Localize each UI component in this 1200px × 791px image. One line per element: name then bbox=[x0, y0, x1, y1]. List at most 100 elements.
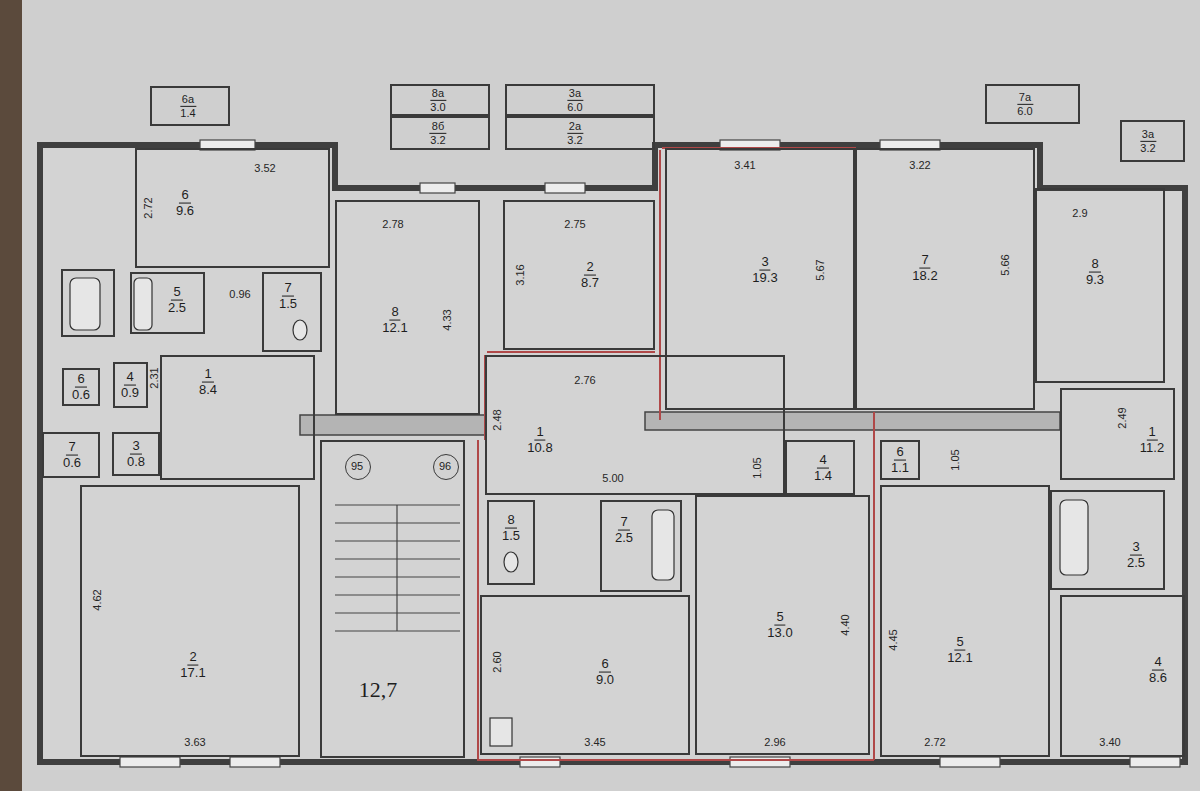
dimension-label: 3.52 bbox=[254, 162, 275, 174]
room-number: 6 bbox=[75, 372, 86, 388]
room-box: 2а3.2 bbox=[505, 116, 655, 150]
room-label: 8а3.0 bbox=[428, 87, 447, 113]
room-label: 6а1.4 bbox=[178, 93, 197, 119]
room-area: 6.0 bbox=[565, 101, 584, 114]
dimension-label: 2.72 bbox=[924, 736, 945, 748]
room-box: 32.5 bbox=[1050, 490, 1165, 590]
room-box: 69.0 bbox=[480, 595, 690, 755]
room-area: 8.7 bbox=[579, 276, 601, 291]
window bbox=[520, 757, 560, 767]
room-box: 812.1 bbox=[335, 200, 480, 415]
room-box: 40.9 bbox=[113, 362, 148, 408]
room-number: 1 bbox=[202, 367, 213, 383]
room-number: 5 bbox=[171, 285, 182, 301]
room-text: 95 bbox=[349, 460, 365, 473]
room-area: 1.5 bbox=[500, 529, 522, 544]
dimension-label: 3.41 bbox=[734, 159, 755, 171]
stairs bbox=[335, 505, 460, 631]
room-number: 5 bbox=[954, 635, 965, 651]
room-area: 3.0 bbox=[428, 101, 447, 114]
room-box: 69.6 bbox=[135, 148, 330, 268]
dimension-label: 3.45 bbox=[584, 736, 605, 748]
room-box: 512.1 bbox=[880, 485, 1050, 757]
room-label: 96 bbox=[437, 460, 453, 473]
window bbox=[120, 757, 180, 767]
dimension-label: 2.72 bbox=[142, 197, 154, 218]
room-box: 110.8 bbox=[485, 355, 785, 495]
room-label: 72.5 bbox=[613, 515, 635, 546]
room-number: 3а bbox=[567, 87, 583, 101]
room-area: 18.2 bbox=[910, 269, 939, 284]
room-label: 718.2 bbox=[910, 253, 939, 284]
room-text: 96 bbox=[437, 460, 453, 473]
room-box: 217.1 bbox=[80, 485, 300, 757]
room-label: 71.5 bbox=[277, 281, 299, 312]
bathtub-symbol bbox=[70, 278, 100, 330]
room-area: 0.8 bbox=[125, 455, 147, 470]
paper-sheet bbox=[22, 0, 1200, 791]
window bbox=[1130, 757, 1180, 767]
room-area: 1.4 bbox=[178, 107, 197, 120]
room-number: 3 bbox=[759, 255, 770, 271]
room-label: 89.3 bbox=[1084, 257, 1106, 288]
room-number: 6 bbox=[599, 657, 610, 673]
room-area: 1.1 bbox=[889, 461, 911, 476]
dimension-label: 0.96 bbox=[229, 288, 250, 300]
room-area: 3.2 bbox=[428, 134, 447, 147]
room-box: 6а1.4 bbox=[150, 86, 230, 126]
room-number: 4 bbox=[817, 453, 828, 469]
room-number: 5 bbox=[774, 610, 785, 626]
room-area: 12.1 bbox=[380, 321, 409, 336]
room-box: 8б3.2 bbox=[390, 116, 490, 150]
room-label: 8б3.2 bbox=[428, 120, 447, 146]
room-label: 111.2 bbox=[1138, 425, 1166, 456]
room-label: 32.5 bbox=[1125, 540, 1147, 571]
room-box: 718.2 bbox=[855, 148, 1035, 410]
bearing-wall bbox=[645, 412, 1060, 430]
room-label: 3а3.2 bbox=[1138, 128, 1157, 154]
dimension-label: 5.66 bbox=[999, 254, 1011, 275]
room-box: 71.5 bbox=[262, 272, 322, 352]
room-box: 12,79596 bbox=[320, 440, 465, 758]
room-label: 69.6 bbox=[174, 188, 196, 219]
dimension-label: 3.63 bbox=[184, 736, 205, 748]
room-box: 7а6.0 bbox=[985, 84, 1080, 124]
toilet-symbol bbox=[293, 320, 307, 340]
room-number: 7 bbox=[618, 515, 629, 531]
bathtub-symbol bbox=[1060, 500, 1088, 575]
room-box: 89.3 bbox=[1035, 188, 1165, 383]
room-box: 319.3 bbox=[665, 148, 855, 410]
room-area: 3.2 bbox=[1138, 142, 1157, 155]
room-number: 2 bbox=[584, 260, 595, 276]
room-label: 217.1 bbox=[178, 650, 207, 681]
room-box: 111.2 bbox=[1060, 388, 1175, 480]
bearing-wall bbox=[300, 415, 485, 435]
room-area: 9.3 bbox=[1084, 273, 1106, 288]
room-label: 41.4 bbox=[812, 453, 834, 484]
red-line bbox=[873, 412, 875, 760]
windows bbox=[120, 140, 1180, 767]
window bbox=[230, 757, 280, 767]
apartment-boundary bbox=[478, 148, 874, 760]
room-label: 812.1 bbox=[380, 305, 409, 336]
dimension-label: 4.33 bbox=[441, 309, 453, 330]
room-area: 2.5 bbox=[613, 531, 635, 546]
room-label: 18.4 bbox=[197, 367, 219, 398]
dimension-label: 3.16 bbox=[514, 264, 526, 285]
dimension-label: 2.60 bbox=[491, 651, 503, 672]
dimension-label: 2.78 bbox=[382, 218, 403, 230]
room-label: 30.8 bbox=[125, 439, 147, 470]
room-label: 3а6.0 bbox=[565, 87, 584, 113]
bathtub-symbol bbox=[134, 278, 152, 330]
toilet-symbol bbox=[504, 552, 518, 572]
red-line bbox=[478, 440, 874, 760]
room-area: 0.9 bbox=[119, 386, 141, 401]
room-number: 3 bbox=[130, 439, 141, 455]
bathroom-outline bbox=[62, 270, 114, 336]
room-number: 2а bbox=[567, 120, 583, 134]
room-area: 8.6 bbox=[1147, 671, 1169, 686]
room-number: 8а bbox=[430, 87, 446, 101]
room-number: 1 bbox=[534, 425, 545, 441]
